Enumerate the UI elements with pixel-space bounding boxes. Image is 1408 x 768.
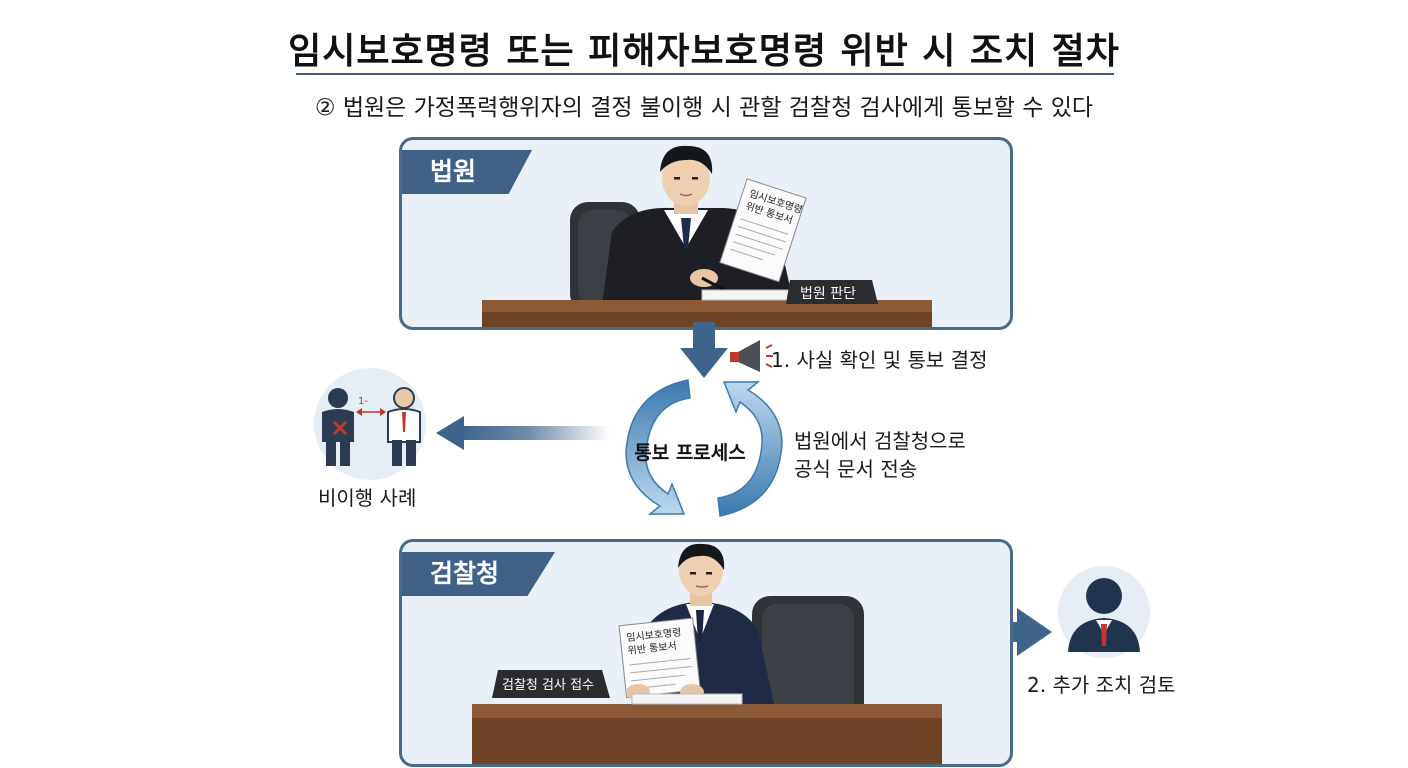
page-subtitle: ② 법원은 가정폭력행위자의 결정 불이행 시 관할 검찰청 검사에게 통보할 … — [314, 95, 1094, 121]
down-arrow-icon — [680, 322, 728, 378]
violation-label: 비이행 사례 — [318, 486, 417, 510]
step2-label: 2. 추가 조치 검토 — [1027, 673, 1176, 697]
violation-illustration: 1- — [314, 368, 426, 480]
process-label: 통보 프로세스 — [634, 442, 746, 464]
distance-label: 1- — [358, 396, 368, 407]
prosecution-panel: 임시보호명령 위반 통보서 검찰청 검사 접수 검찰청 — [399, 539, 1013, 767]
process-note: 법원에서 검찰청으로 공식 문서 전송 — [794, 427, 966, 483]
megaphone-icon — [730, 340, 773, 372]
judge-illustration: 임시보호명령 위반 통보서 법원 판단 — [482, 145, 932, 327]
reviewer-avatar — [1058, 566, 1150, 658]
prosecution-tag: 검찰청 — [402, 552, 556, 596]
left-arrow-icon — [436, 416, 610, 450]
court-tag: 법원 — [402, 150, 533, 194]
court-panel: 임시보호명령 위반 통보서 법원 판단 법원 — [399, 137, 1013, 330]
page-title: 임시보호명령 또는 피해자보호명령 위반 시 조치 절차 — [288, 31, 1120, 72]
step1-label: 1. 사실 확인 및 통보 결정 — [771, 348, 988, 372]
process-note-line-2: 공식 문서 전송 — [794, 457, 918, 481]
process-note-line-1: 법원에서 검찰청으로 — [794, 429, 966, 453]
title-divider — [296, 73, 1114, 75]
prosecutor-illustration: 임시보호명령 위반 통보서 검찰청 검사 접수 — [472, 543, 942, 764]
prosecution-nameplate: 검찰청 검사 접수 — [502, 678, 594, 693]
court-nameplate: 법원 판단 — [800, 286, 856, 302]
